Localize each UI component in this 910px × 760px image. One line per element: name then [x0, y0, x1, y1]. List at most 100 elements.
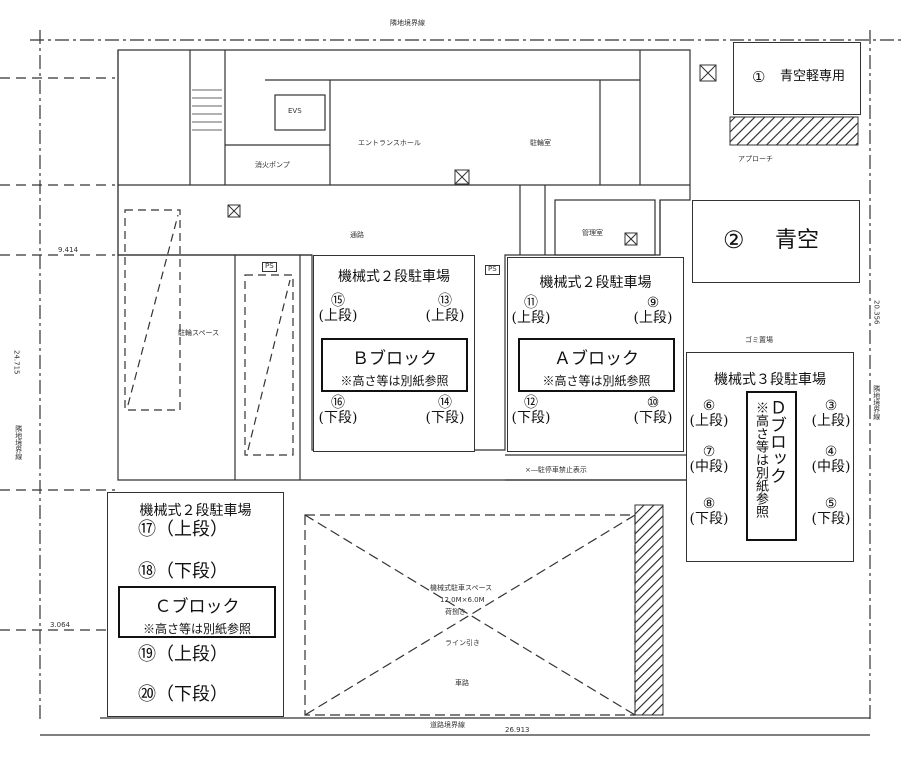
- slot-13-tier: (上段): [425, 307, 465, 324]
- dim-bottom: 26.913: [505, 726, 530, 734]
- block-c-name: Ｃブロック: [154, 597, 240, 617]
- loading-space-label: 機械式駐車スペース: [430, 584, 493, 592]
- block-a-name-box: Ａブロック ※高さ等は別紙参照: [518, 338, 675, 392]
- slot-12-tier: (下段): [511, 409, 551, 426]
- slot-8-number: ⑧: [702, 496, 716, 512]
- management-room-label: 管理室: [582, 229, 603, 237]
- slot-4-number: ④: [824, 444, 838, 460]
- slot-13-number: ⑬: [438, 293, 452, 309]
- bottom-boundary-label: 道路境界線: [430, 721, 465, 729]
- slot-11: ⑪ (上段): [510, 296, 552, 325]
- fire-pump-label: 消火ポンプ: [255, 161, 290, 169]
- slot-20: ⑳（下段）: [138, 684, 258, 705]
- no-parking-label: ×―駐停車禁止表示: [525, 466, 587, 474]
- slot-4: ④ (中段): [811, 445, 851, 474]
- area-2-number: ②: [723, 226, 745, 254]
- slot-3-number: ③: [824, 398, 838, 414]
- slot-13: ⑬ (上段): [424, 294, 466, 323]
- slot-15-tier: (上段): [318, 307, 358, 324]
- slot-18-number: ⑱: [138, 561, 156, 582]
- slot-3: ③ (上段): [811, 399, 851, 428]
- entrance-hall-label: エントランスホール: [358, 139, 421, 147]
- slot-19-number: ⑲: [138, 644, 156, 665]
- dim-left-a: 9.414: [58, 246, 79, 254]
- bicycle-space-label: 駐輪スペース: [178, 329, 220, 337]
- slot-19: ⑲（上段）: [138, 644, 258, 665]
- slot-17-number: ⑰: [138, 519, 156, 540]
- block-c-panel: 機械式２段駐車場 ⑰（上段） ⑱（下段） Ｃブロック ※高さ等は別紙参照 ⑲（上…: [107, 492, 284, 717]
- area-2-open-air: ② 青空: [692, 200, 860, 283]
- loading-size-label: 12.0M×6.0M: [440, 596, 485, 604]
- right-side-boundary-label: 隣地境界線: [872, 385, 881, 420]
- slot-5: ⑤ (下段): [811, 497, 851, 526]
- slot-17-tier: （上段）: [156, 519, 228, 540]
- ps-box-1: PS: [262, 262, 277, 272]
- slot-5-tier: (下段): [811, 510, 851, 527]
- slot-16-tier: (下段): [318, 409, 358, 426]
- slot-8-tier: (下段): [689, 510, 729, 527]
- area-1-kei-only: ① 青空軽専用: [733, 42, 861, 115]
- area-2-label: 青空: [775, 228, 820, 253]
- top-boundary-label: 隣地境界線: [390, 19, 425, 27]
- line-drawing-label: ライン引き: [445, 639, 480, 647]
- block-c-title: 機械式２段駐車場: [139, 503, 252, 519]
- block-d-name: Ｄブロック: [766, 399, 786, 484]
- slot-3-tier: (上段): [811, 412, 851, 429]
- block-d-title: 機械式３段駐車場: [714, 372, 826, 388]
- slot-12: ⑫ (下段): [510, 396, 552, 425]
- loading-note-label: 荷捌き: [445, 608, 466, 616]
- dim-left-vertical: 24.715: [12, 350, 21, 375]
- slot-7-tier: (中段): [689, 458, 729, 475]
- slot-14: ⑭ (下段): [424, 396, 466, 425]
- block-c-note: ※高さ等は別紙参照: [142, 622, 251, 636]
- slot-10-number: ⑩: [646, 395, 660, 411]
- slot-15-number: ⑮: [331, 293, 345, 309]
- block-b-name: Ｂブロック: [352, 349, 437, 369]
- block-d-note: ※高さ等は別紙参照: [753, 401, 768, 518]
- evs-label: EVS: [288, 107, 302, 115]
- road-label: 車路: [455, 679, 469, 687]
- slot-17: ⑰（上段）: [138, 519, 258, 540]
- slot-12-number: ⑫: [524, 395, 538, 411]
- slot-19-tier: （上段）: [156, 644, 228, 665]
- slot-9-tier: (上段): [633, 309, 673, 326]
- block-a-note: ※高さ等は別紙参照: [542, 374, 651, 388]
- slot-14-tier: (下段): [425, 409, 465, 426]
- area-1-label: 青空軽専用: [780, 69, 846, 84]
- slot-4-tier: (中段): [811, 458, 851, 475]
- dim-right-vertical: 20.356: [872, 300, 881, 325]
- bicycle-room-label: 駐輪室: [530, 139, 551, 147]
- slot-9: ⑨ (上段): [632, 296, 674, 325]
- slot-15: ⑮ (上段): [318, 294, 358, 323]
- block-a-panel: 機械式２段駐車場 ⑪ (上段) ⑨ (上段) Ａブロック ※高さ等は別紙参照 ⑫…: [507, 257, 684, 452]
- block-a-title: 機械式２段駐車場: [539, 275, 652, 291]
- block-d-panel: 機械式３段駐車場 ⑥ (上段) ⑦ (中段) ⑧ (下段) Ｄブロック ※高さ等…: [686, 352, 854, 562]
- slot-11-tier: (上段): [511, 309, 551, 326]
- slot-20-tier: （下段）: [156, 684, 228, 705]
- slot-5-number: ⑤: [824, 496, 838, 512]
- garbage-label: ゴミ置場: [745, 336, 773, 344]
- slot-6: ⑥ (上段): [689, 399, 729, 428]
- block-b-title: 機械式２段駐車場: [338, 269, 450, 285]
- ps-box-2: PS: [485, 265, 500, 275]
- slot-10: ⑩ (下段): [632, 396, 674, 425]
- slot-6-number: ⑥: [702, 398, 716, 414]
- block-b-name-box: Ｂブロック ※高さ等は別紙参照: [321, 338, 468, 392]
- block-b-note: ※高さ等は別紙参照: [340, 374, 449, 388]
- approach-label: アプローチ: [738, 155, 773, 163]
- slot-9-number: ⑨: [646, 295, 660, 311]
- left-side-boundary-label: 隣地境界線: [14, 425, 23, 460]
- slot-20-number: ⑳: [138, 684, 156, 705]
- slot-14-number: ⑭: [438, 395, 452, 411]
- area-1-number: ①: [752, 68, 766, 86]
- block-a-name: Ａブロック: [554, 349, 639, 369]
- slot-7: ⑦ (中段): [689, 445, 729, 474]
- block-d-name-box: Ｄブロック ※高さ等は別紙参照: [746, 391, 797, 541]
- dim-left-b: 3.064: [50, 621, 71, 629]
- slot-10-tier: (下段): [633, 409, 673, 426]
- slot-11-number: ⑪: [524, 295, 538, 311]
- block-b-panel: 機械式２段駐車場 ⑮ (上段) ⑬ (上段) Ｂブロック ※高さ等は別紙参照 ⑯…: [313, 255, 475, 452]
- slot-7-number: ⑦: [702, 444, 716, 460]
